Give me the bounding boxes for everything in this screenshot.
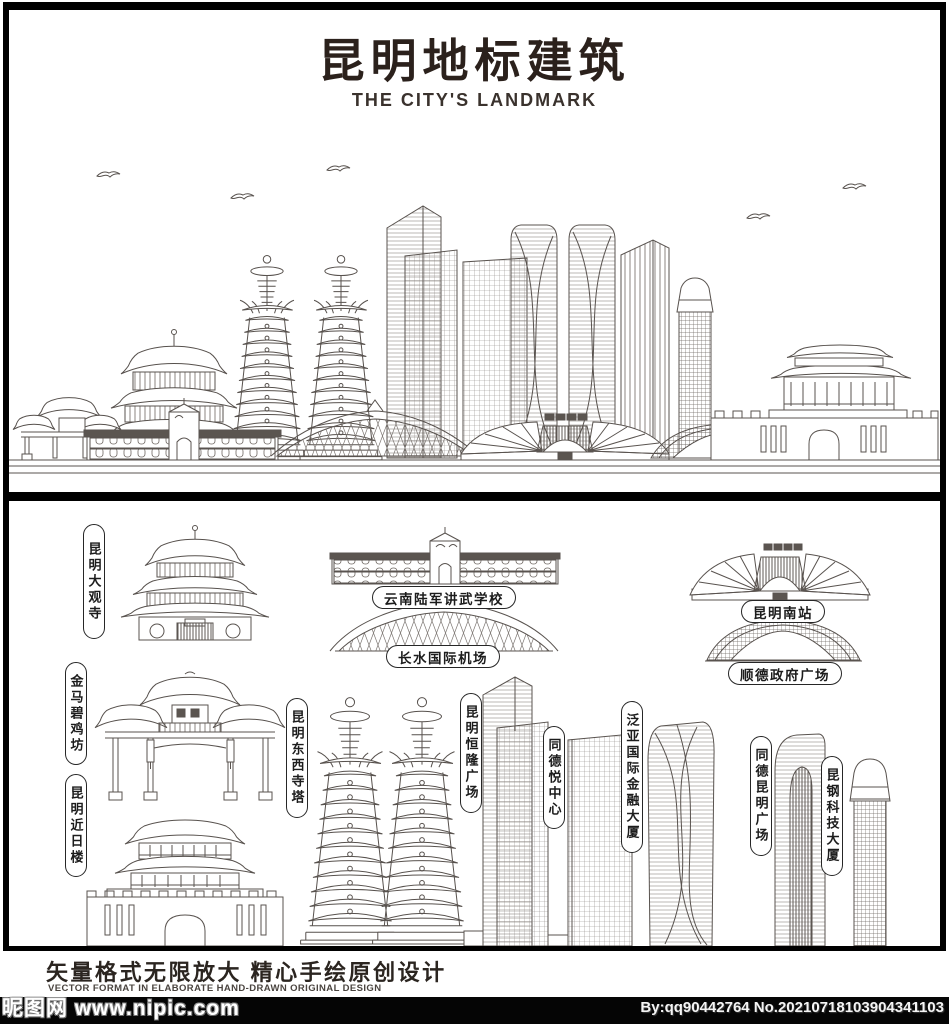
sky-station [461, 414, 669, 460]
label-tongdeyue: 同德悦中心 [543, 726, 565, 829]
watermark-credit: By:qq90442764 No.20210718103904341103 [640, 999, 944, 1016]
bird-icon [326, 165, 351, 172]
daguan-temple [120, 526, 270, 641]
label-shunde: 顺德政府广场 [728, 662, 842, 685]
sky-pagoda-west [226, 256, 308, 460]
kunming-south-station [690, 544, 870, 600]
jinma-biji-archway [94, 672, 286, 800]
label-kungang: 昆钢科技大厦 [821, 756, 843, 876]
sky-academy [84, 398, 281, 460]
sky-tower-henglong [387, 206, 457, 458]
title-block: 昆明地标建筑 THE CITY'S LANDMARK [9, 36, 940, 111]
sky-slant-tower [621, 240, 669, 452]
west-pagoda [301, 698, 400, 944]
fanya-tower [648, 722, 714, 946]
east-pagoda [373, 698, 472, 944]
kungang-tower [850, 759, 890, 946]
page-title: 昆明地标建筑 [318, 35, 631, 87]
military-academy [330, 527, 560, 584]
label-tongdekm: 同德昆明广场 [750, 736, 772, 856]
label-jinri: 昆明近日楼 [65, 774, 87, 877]
bird-icon [746, 213, 771, 220]
label-jiangwu: 云南陆军讲武学校 [372, 586, 516, 609]
footer-slogan-en: VECTOR FORMAT IN ELABORATE HAND-DRAWN OR… [48, 983, 382, 994]
label-dongxisi: 昆明东西寺塔 [286, 698, 308, 818]
label-changshui: 长水国际机场 [386, 645, 500, 668]
bird-icon [96, 171, 121, 178]
landmarks-illustration [9, 501, 928, 946]
label-jinma: 金马碧鸡坊 [65, 662, 87, 765]
footer-slogan-cn: 矢量格式无限放大 精心手绘原创设计 [46, 960, 447, 985]
sky-airport [271, 400, 479, 456]
ground-lines [9, 460, 940, 473]
bird-icon [230, 193, 255, 200]
sky-city-gate [711, 344, 938, 460]
watermark-site: 昵图网 www.nipic.com [2, 997, 240, 1020]
watermark-bar [0, 997, 949, 1024]
jinri-tower [87, 819, 283, 946]
label-daguansi: 昆明大观寺 [83, 524, 105, 639]
shunde-plaza [705, 620, 862, 661]
label-nanzhan: 昆明南站 [741, 600, 825, 623]
page-subtitle: THE CITY'S LANDMARK [351, 89, 598, 110]
top-panel: 昆明地标建筑 THE CITY'S LANDMARK [3, 2, 946, 501]
label-henglong: 昆明恒隆广场 [460, 693, 482, 813]
tongde-kunming-tower [775, 734, 825, 946]
skyline-illustration [9, 165, 940, 490]
sky-twisted-towers [511, 225, 615, 452]
henglong-tower [464, 677, 548, 946]
label-fanya: 泛亚国际金融大厦 [621, 701, 643, 853]
bird-icon [842, 183, 867, 190]
